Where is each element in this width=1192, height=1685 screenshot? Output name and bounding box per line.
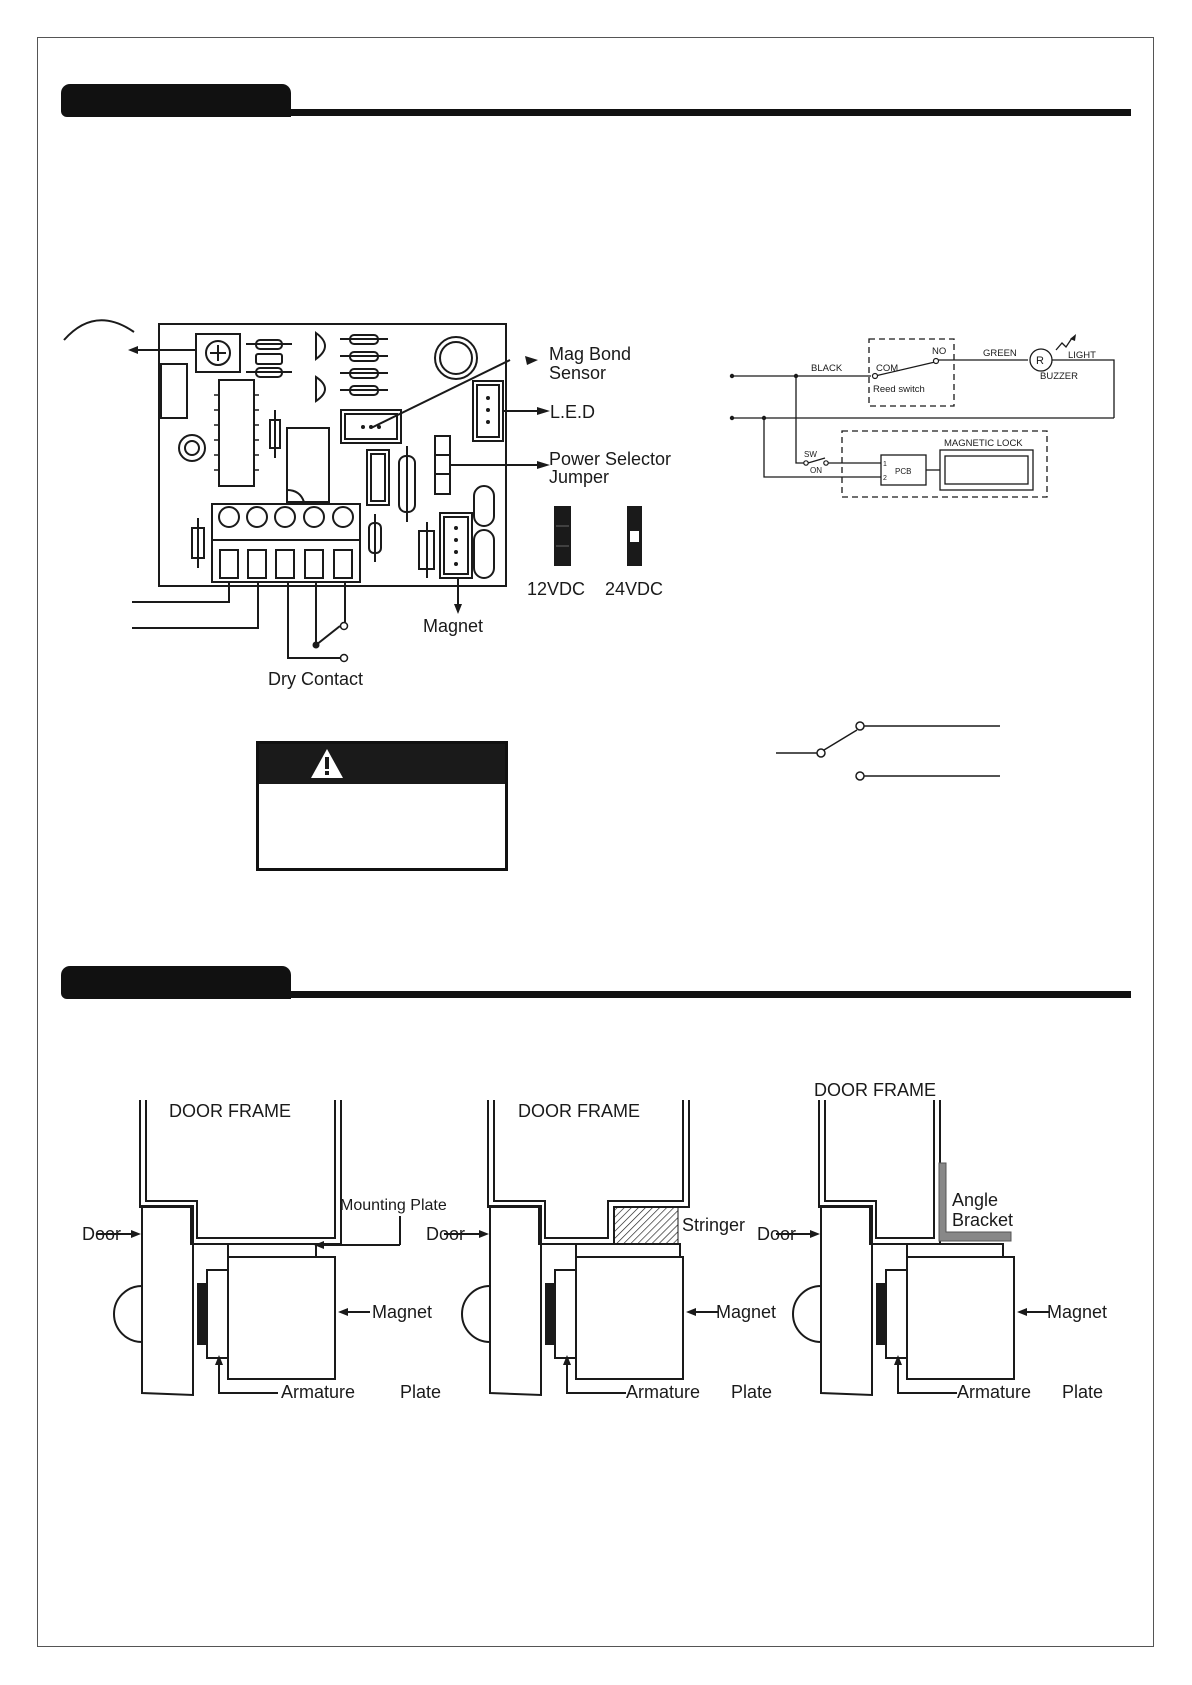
fig1-magnet: Magnet <box>372 1302 432 1322</box>
wire-label-buzzer: BUZZER <box>1040 371 1078 382</box>
warning-box <box>256 741 508 871</box>
install-figure-3-marks <box>810 1162 1027 1365</box>
wire-label-pin2: 2 <box>883 475 887 482</box>
wire-label-com: COM. <box>876 363 901 374</box>
wire-label-pin1: 1 <box>883 461 887 468</box>
wire-label-light: LIGHT <box>1068 350 1096 361</box>
wire-label-on: ON <box>810 466 822 475</box>
fig1-door-frame: DOOR FRAME <box>169 1101 291 1121</box>
fig1-mounting-plate: Mounting Plate <box>340 1197 447 1214</box>
label-power-selector-1: Power Selector <box>549 449 671 469</box>
label-power-selector-2: Jumper <box>549 467 609 487</box>
fig1-plate: Plate <box>400 1382 441 1402</box>
page-frame <box>37 37 1154 1647</box>
fig3-door-frame: DOOR FRAME <box>814 1080 936 1100</box>
label-magnet-connector: Magnet <box>423 616 483 636</box>
wire-label-magnetic-lock: MAGNETIC LOCK <box>944 438 1023 449</box>
label-12vdc: 12VDC <box>527 579 585 599</box>
section-header-rule-2 <box>280 991 1131 998</box>
pcb-arc <box>63 319 135 341</box>
label-24vdc: 24VDC <box>605 579 663 599</box>
label-led: L.E.D <box>550 402 595 422</box>
install-figure-2-marks <box>479 1206 696 1365</box>
wire-label-green: GREEN <box>983 348 1017 359</box>
wire-label-sw: SW <box>804 450 817 459</box>
fig2-plate: Plate <box>731 1382 772 1402</box>
warning-header <box>259 744 505 784</box>
fig3-magnet: Magnet <box>1047 1302 1107 1322</box>
fig3-bracket: Bracket <box>952 1210 1013 1230</box>
warning-triangle-icon <box>311 749 343 778</box>
wire-label-r: R <box>1036 355 1044 367</box>
install-figure-1-marks <box>131 1230 348 1365</box>
fig3-angle: Angle <box>952 1190 998 1210</box>
fig3-plate: Plate <box>1062 1382 1103 1402</box>
fig2-stringer: Stringer <box>682 1215 745 1235</box>
section-header-rule-1 <box>280 109 1131 116</box>
fig3-armature: Armature <box>957 1382 1031 1402</box>
wire-label-no: NO <box>932 346 946 357</box>
label-dry-contact: Dry Contact <box>268 669 363 689</box>
fig2-magnet: Magnet <box>716 1302 776 1322</box>
section-header-tab-2 <box>61 966 291 999</box>
wire-label-reed-switch: Reed switch <box>873 384 925 395</box>
wire-label-pcb: PCB <box>895 467 911 476</box>
install-figure-angle-bracket <box>776 1100 1049 1397</box>
wire-label-black: BLACK <box>811 363 843 374</box>
fig2-door: Door <box>426 1224 465 1244</box>
install-figure-mounting-plate <box>96 1100 401 1397</box>
fig3-door: Door <box>757 1224 796 1244</box>
fig2-door-frame: DOOR FRAME <box>518 1101 640 1121</box>
fig2-armature: Armature <box>626 1382 700 1402</box>
label-mag-bond-sensor-1: Mag Bond <box>549 344 631 364</box>
fig1-door: Door <box>82 1224 121 1244</box>
label-mag-bond-sensor-2: Sensor <box>549 363 606 383</box>
fig1-armature: Armature <box>281 1382 355 1402</box>
install-figure-stringer <box>444 1100 718 1397</box>
section-header-tab-1 <box>61 84 291 117</box>
pcb-board <box>158 323 507 587</box>
